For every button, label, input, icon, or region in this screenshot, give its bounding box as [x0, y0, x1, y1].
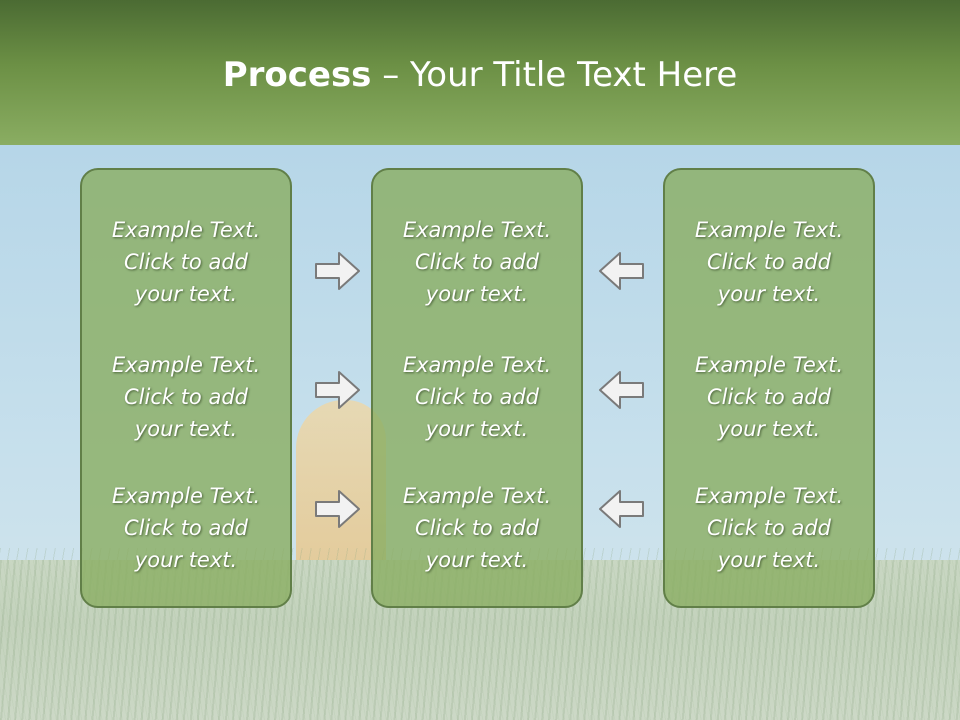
- arrow-left-icon: [598, 489, 644, 529]
- box-text[interactable]: Example Text. Click to add your text.: [402, 353, 552, 441]
- box-text[interactable]: Example Text. Click to add your text.: [402, 484, 552, 572]
- box-text[interactable]: Example Text. Click to add your text.: [694, 218, 844, 306]
- box-text[interactable]: Example Text. Click to add your text.: [111, 484, 261, 572]
- title-rest: – Your Title Text Here: [371, 55, 738, 95]
- arrow-right-icon: [315, 370, 361, 410]
- box-text[interactable]: Example Text. Click to add your text.: [694, 484, 844, 572]
- slide-title[interactable]: Process – Your Title Text Here: [0, 50, 960, 100]
- box-text[interactable]: Example Text. Click to add your text.: [694, 353, 844, 441]
- arrow-left-icon: [598, 370, 644, 410]
- arrow-right-icon: [315, 489, 361, 529]
- box-text[interactable]: Example Text. Click to add your text.: [111, 353, 261, 441]
- title-bold: Process: [222, 55, 372, 95]
- box-text[interactable]: Example Text. Click to add your text.: [402, 218, 552, 306]
- process-box-center[interactable]: Example Text. Click to add your text. Ex…: [371, 168, 583, 608]
- arrow-right-icon: [315, 251, 361, 291]
- process-box-right[interactable]: Example Text. Click to add your text. Ex…: [663, 168, 875, 608]
- title-bar: Process – Your Title Text Here: [0, 0, 960, 145]
- arrow-left-icon: [598, 251, 644, 291]
- box-text[interactable]: Example Text. Click to add your text.: [111, 218, 261, 306]
- process-box-left[interactable]: Example Text. Click to add your text. Ex…: [80, 168, 292, 608]
